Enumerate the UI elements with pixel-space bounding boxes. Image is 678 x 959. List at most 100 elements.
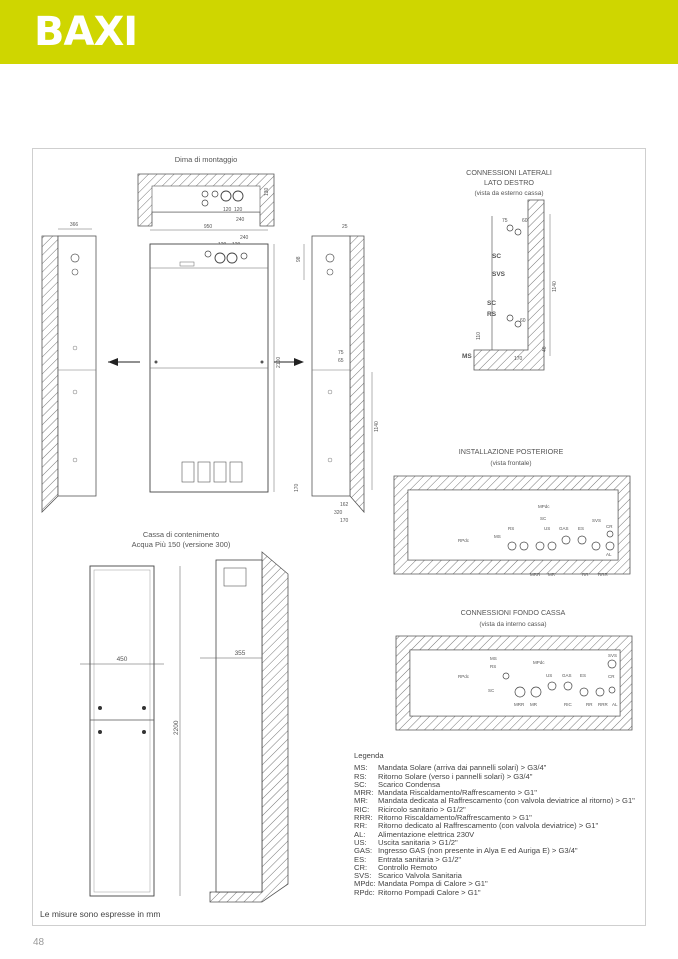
legend-code: MS:	[354, 763, 368, 773]
measurement-note: Le misure sono espresse in mm	[40, 909, 161, 919]
legend-code: RPdc:	[354, 887, 375, 897]
legend: Legenda MS:Mandata Solare (arriva dai pa…	[354, 751, 644, 897]
legend-text: Ritorno dedicato al Raffrescamento (con …	[378, 821, 599, 831]
page-number: 48	[33, 937, 45, 948]
legend-text: Ritorno Solare (verso i pannelli solari)…	[378, 771, 533, 781]
legend-code: CR:	[354, 862, 368, 872]
dim-rs-5: 170	[294, 483, 300, 492]
bottom-label-cr: CR	[608, 674, 615, 679]
rear-label-rs: RS	[508, 526, 514, 531]
dim-rs-4: 1140	[374, 421, 380, 432]
legend-code: SVS:	[354, 871, 372, 881]
rear-label-ms: MS	[494, 534, 501, 539]
dim-fv-0: 950	[204, 224, 213, 230]
dim-rs-0: 25	[342, 224, 348, 230]
legend-text: Mandata Solare (arriva dai pannelli sola…	[378, 763, 547, 773]
side-label-sc-1: SC	[492, 253, 501, 260]
dim-casing-1: 2200	[173, 720, 180, 735]
bottom-label-mrr: MRR	[514, 702, 525, 707]
bottom-label-ms: MS	[490, 656, 497, 661]
dim-casing-2: 355	[235, 650, 246, 657]
legend-text: Mandata Riscaldamento/Raffrescamento > G…	[378, 788, 537, 798]
dim-rs-3: 65	[338, 358, 344, 364]
rear-label-rpdc: RPdc	[458, 538, 470, 543]
rear-label-mpdc: MPdc	[538, 504, 550, 509]
rear-label-gas: GAS	[559, 526, 569, 531]
legend-item: RPdc:Ritorno Pompadi Calore > G1"	[354, 887, 644, 897]
legend-text: Ingresso GAS (non presente in Alya E ed …	[378, 846, 578, 856]
legend-item: SVS: Scarico Valvola Sanitaria	[354, 871, 644, 881]
bottom-label-mpdc: MPdc	[533, 660, 545, 665]
rear-label-cr: CR	[606, 524, 613, 529]
legend-item: RRR:Ritorno Riscaldamento/Raffrescamento…	[354, 813, 644, 823]
legend-item: US: Uscita sanitaria > G1/2"	[354, 837, 644, 847]
legend-text: Mandata dedicata al Raffrescamento (con …	[378, 796, 635, 806]
side-label-svs: SVS	[492, 271, 506, 278]
dim-casing-0: 450	[117, 656, 128, 663]
rear-label-al: AL	[606, 552, 612, 557]
casing-views: Cassa di contenimento Acqua Più 150 (ver…	[80, 530, 289, 903]
legend-code: SC:	[354, 779, 367, 789]
mounting-template: Dima di montaggio 120 120 240 130	[137, 155, 275, 227]
dim-sc-5: 170	[514, 356, 523, 362]
legend-code: RRR:	[354, 813, 373, 823]
legend-code: MR:	[354, 796, 368, 806]
bottom-label-us: US	[546, 673, 552, 678]
rear-label-mrr: MRR	[530, 572, 541, 577]
legend-text: Mandata Pompa di Calore > G1"	[378, 879, 488, 889]
right-side-view: 25 98 75 65 1140 170 162 320 170	[294, 224, 380, 524]
dim-rs-8: 170	[340, 518, 349, 524]
legend-code: RS:	[354, 771, 367, 781]
dim-sc-2: 1140	[552, 281, 558, 292]
dim-sc-0: 75	[502, 218, 508, 224]
dim-mt-2: 120	[234, 207, 243, 213]
legend-code: ES:	[354, 854, 367, 864]
brand-header: BAXI	[0, 0, 678, 64]
legend-text: Scarico Valvola Sanitaria	[378, 871, 462, 881]
bottom-label-gas: GAS	[562, 673, 572, 678]
legend-text: Scarico Condensa	[378, 779, 441, 789]
side-connections-view: CONNESSIONI LATERALI LATO DESTRO (vista …	[462, 168, 558, 371]
rear-label-rrr: RRR	[598, 572, 608, 577]
legend-code: RIC:	[354, 804, 370, 814]
dim-mt-1: 120	[223, 207, 232, 213]
dim-fv-1: 240	[240, 235, 249, 241]
bottom-label-rrr: RRR	[598, 702, 608, 707]
bottom-label-es: ES	[580, 673, 586, 678]
rear-label-mr: MR	[548, 572, 556, 577]
dim-sc-3: 60	[520, 318, 526, 324]
legend-item: MS: Mandata Solare (arriva dai pannelli s…	[354, 763, 644, 773]
legend-code: US:	[354, 837, 367, 847]
bottom-label-rr: RR	[586, 702, 593, 707]
bottom-label-rs: RS	[490, 664, 496, 669]
legend-text: Ricircolo sanitario > G1/2"	[378, 804, 466, 814]
dim-rs-1: 98	[296, 256, 302, 262]
legend-text: Alimentazione elettrica 230V	[378, 829, 475, 839]
legend-item: ES: Entrata sanitaria > G1/2"	[354, 854, 644, 864]
rear-label-svs: SVS	[592, 518, 601, 523]
legend-item: MR: Mandata dedicata al Raffrescamento (c…	[354, 796, 644, 806]
legend-text: Uscita sanitaria > G1/2"	[378, 837, 458, 847]
dim-mt-0: 130	[264, 187, 270, 196]
casing-title-1: Cassa di contenimento	[143, 530, 219, 539]
baxi-logo: BAXI	[34, 9, 138, 55]
casing-title-2: Acqua Più 150 (versione 300)	[132, 540, 231, 549]
bottom-label-rpdc: RPdc	[458, 674, 470, 679]
dim-rs-7: 320	[334, 510, 343, 516]
legend-text: Entrata sanitaria > G1/2"	[378, 854, 462, 864]
legend-item: AL:Alimentazione elettrica 230V	[354, 829, 644, 839]
legend-item: CR:Controllo Remoto	[354, 862, 644, 872]
legend-text: Ritorno Pompadi Calore > G1"	[378, 887, 481, 897]
legend-item: SC: Scarico Condensa	[354, 779, 644, 789]
rear-install-subtitle: (vista frontale)	[490, 460, 531, 467]
legend-item: MRR:Mandata Riscaldamento/Raffrescamento…	[354, 788, 644, 798]
bottom-connections-view: CONNESSIONI FONDO CASSA (vista da intern…	[395, 608, 633, 731]
legend-item: RS: Ritorno Solare (verso i pannelli sola…	[354, 771, 644, 781]
rear-installation-view: INSTALLAZIONE POSTERIORE (vista frontale…	[393, 447, 631, 577]
legend-item: GAS:Ingresso GAS (non presente in Alya E…	[354, 846, 644, 856]
dim-rs-6: 162	[340, 502, 349, 508]
legend-item: MPdc:Mandata Pompa di Calore > G1"	[354, 879, 644, 889]
dim-rs-2: 75	[338, 350, 344, 356]
rear-label-us: US	[544, 526, 550, 531]
legend-item: RR:Ritorno dedicato al Raffrescamento (c…	[354, 821, 644, 831]
